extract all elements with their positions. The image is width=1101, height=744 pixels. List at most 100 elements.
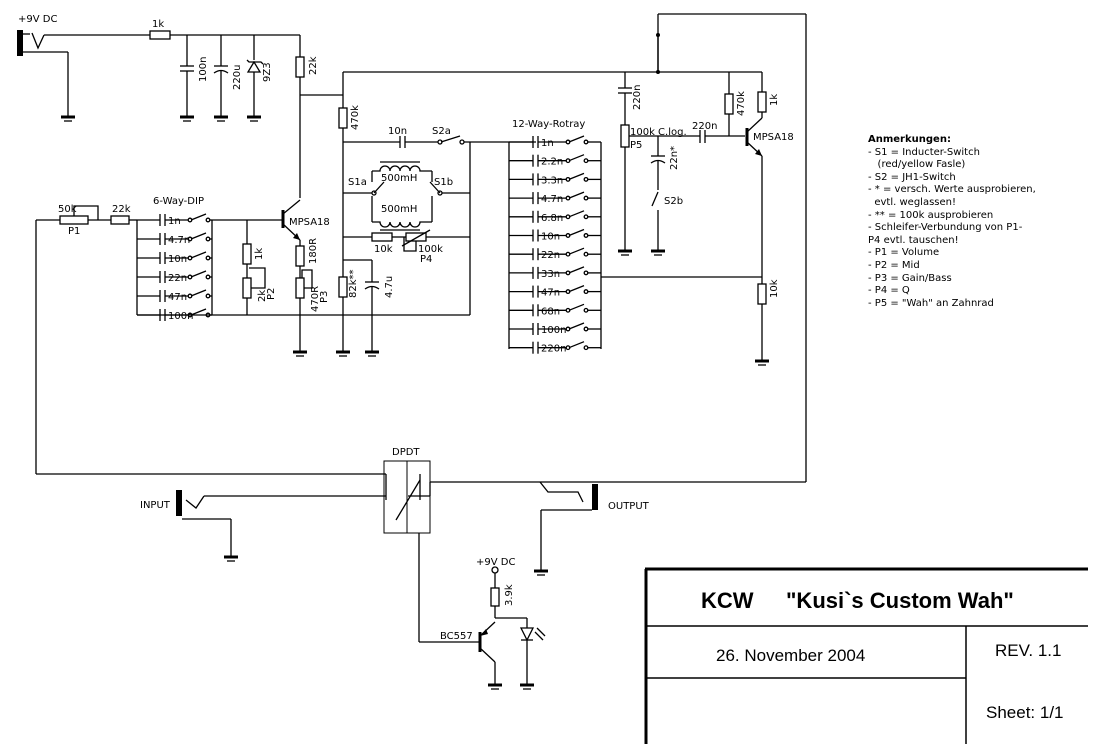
- note-line: - S1 = Inducter-Switch: [868, 146, 980, 158]
- dpdt-label: DPDT: [392, 447, 420, 458]
- rotary-position-row[interactable]: 10n: [509, 228, 601, 243]
- dip-switch-row-label: 47n: [168, 292, 187, 303]
- r-22k-col-label: 22k: [308, 56, 319, 75]
- rotary-position-row[interactable]: 33n: [509, 266, 601, 280]
- led-supply-label: +9V DC: [476, 557, 515, 568]
- rotary-position-row[interactable]: 1n: [509, 135, 601, 149]
- dip-switch-bank: 1n 4.7n 10n 22n 47n 100n: [137, 213, 212, 322]
- dip-switch-row[interactable]: 10n: [137, 251, 212, 265]
- dip-switch-row-label: 10n: [168, 254, 187, 265]
- supply-label: +9V DC: [18, 14, 57, 25]
- tb-code: KCW: [701, 588, 754, 613]
- ground-symbols-stage2: [618, 249, 665, 256]
- c-22n-label: 22n*: [669, 146, 680, 170]
- input-label: INPUT: [140, 500, 171, 511]
- input-jack: [176, 490, 386, 562]
- l1-label: 500mH: [381, 173, 417, 184]
- r-3k9-label: 3.9k: [504, 584, 515, 606]
- dip-switch-row-label: 1n: [168, 216, 181, 227]
- rotary-position-row[interactable]: 68n: [509, 303, 601, 317]
- dip-switch-row[interactable]: 4.7n: [137, 232, 212, 246]
- r-10k-label: 10k: [374, 244, 393, 255]
- rotary-switch-bank: 1n 2.2n 3.3n 4.7n 6.8n 10n 22n 33n 47n 68n 100n 220…: [509, 135, 601, 355]
- p5-value-label: 100k C.log.: [630, 127, 687, 138]
- note-line: - * = versch. Werte ausprobieren,: [868, 184, 1036, 196]
- tb-rev: REV. 1.1: [995, 641, 1061, 660]
- dip-switch-row-label: 22n: [168, 273, 187, 284]
- dc-jack: [17, 30, 69, 116]
- c-220n-top-label: 220n: [632, 85, 643, 110]
- s2b-label: S2b: [664, 196, 683, 207]
- transistor-q1: [281, 199, 301, 241]
- s2a-label: S2a: [432, 126, 451, 137]
- dip-switch-row-label: 100n: [168, 311, 193, 322]
- c-220u-label: 220u: [232, 65, 243, 90]
- note-line: - P4 = Q: [868, 285, 910, 297]
- r-1k-base-label: 1k: [254, 248, 265, 260]
- led: [519, 618, 546, 690]
- p4-label: P4: [420, 254, 432, 265]
- rotary-position-row[interactable]: 220n: [509, 341, 601, 355]
- note-line: - P5 = "Wah" an Zahnrad: [868, 297, 994, 309]
- s1a-label: S1a: [348, 177, 367, 188]
- dip-switch-row-label: 4.7n: [168, 235, 190, 246]
- note-line: - P1 = Volume: [868, 247, 940, 259]
- r-470k-label: 470k: [350, 105, 361, 130]
- rotary-position-row[interactable]: 3.3n: [509, 172, 601, 186]
- note-line: - P3 = Gain/Bass: [868, 272, 952, 284]
- rotary-position-row[interactable]: 4.7n: [509, 191, 601, 205]
- ground-symbols-stage1: [293, 350, 379, 357]
- dip-title: 6-Way-DIP: [153, 196, 204, 207]
- r-470k-b-label: 470k: [736, 91, 747, 116]
- dip-switch-row[interactable]: 47n: [137, 289, 212, 303]
- rotary-position-row[interactable]: 2.2n: [509, 154, 601, 168]
- rotary-title: 12-Way-Rotray: [512, 119, 585, 130]
- ground-symbols-supply: [61, 115, 261, 122]
- dip-switch-row[interactable]: 1n: [137, 213, 212, 227]
- tb-date: 26. November 2004: [716, 646, 865, 665]
- p3-label: P3: [319, 291, 330, 303]
- p1-label: P1: [68, 226, 80, 237]
- bc557-label: BC557: [440, 631, 473, 642]
- p4-value-label: 100k: [418, 244, 443, 255]
- title-block: KCW "Kusi`s Custom Wah" 26. November 200…: [644, 567, 1088, 744]
- p2-label: P2: [266, 288, 277, 300]
- rotary-position-row-label: 3.3n: [541, 175, 563, 186]
- r-10k-em-label: 10k: [769, 279, 780, 298]
- notes-block: Anmerkungen: - S1 = Inducter-Switch (red…: [868, 134, 1036, 310]
- transistor-q2: [745, 117, 763, 157]
- note-line: P4 evtl. tauschen!: [868, 234, 959, 246]
- rotary-position-row[interactable]: 6.8n: [509, 210, 601, 224]
- dip-switch-row[interactable]: 22n: [137, 270, 212, 284]
- resistor-1k-supply: [149, 30, 171, 40]
- rotary-position-row-label: 2.2n: [541, 157, 563, 168]
- rotary-position-row-label: 100n: [541, 325, 566, 336]
- rotary-position-row-label: 6.8n: [541, 213, 563, 224]
- rotary-position-row-label: 33n: [541, 269, 560, 280]
- transistor-bc557: [478, 621, 496, 663]
- zener-label: 9Z3: [262, 62, 273, 82]
- note-line: evtl. weglassen!: [868, 196, 956, 208]
- rotary-position-row-label: 1n: [541, 138, 554, 149]
- rotary-position-row[interactable]: 47n: [509, 284, 601, 299]
- notes-title: Anmerkungen:: [868, 134, 951, 145]
- rotary-position-row-label: 22n: [541, 250, 560, 261]
- r-22k-in-label: 22k: [112, 204, 131, 215]
- s1b-label: S1b: [434, 177, 453, 188]
- output-label: OUTPUT: [608, 501, 650, 512]
- rotary-position-row-label: 47n: [541, 288, 560, 299]
- rotary-position-row[interactable]: 22n: [509, 247, 601, 261]
- rotary-position-row-label: 4.7n: [541, 194, 563, 205]
- rotary-position-row[interactable]: 100n: [509, 322, 601, 336]
- c-4u7-label: 4.7u: [384, 276, 395, 298]
- note-line: (red/yellow Fasle): [868, 159, 966, 171]
- q2-label: MPSA18: [753, 132, 794, 143]
- output-jack: [534, 481, 598, 576]
- note-line: - Schleifer-Verbundung von P1-: [868, 222, 1023, 234]
- p1-value-label: 50k: [58, 204, 77, 215]
- dip-switch-row[interactable]: 100n: [137, 308, 212, 322]
- r-1k-col2-label: 1k: [769, 94, 780, 106]
- rotary-position-row-label: 220n: [541, 344, 566, 355]
- r-180r-label: 180R: [308, 238, 319, 264]
